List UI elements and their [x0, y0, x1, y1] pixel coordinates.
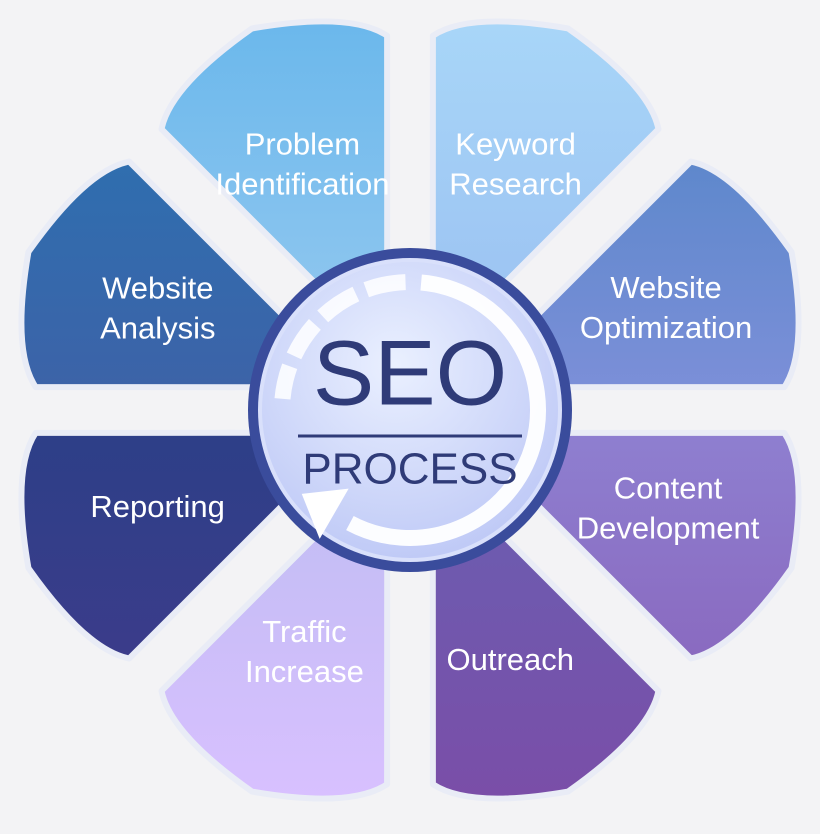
petal-label-keyword-research: Keyword	[455, 127, 576, 162]
petal-label-problem-identification: Identification	[215, 167, 389, 202]
petal-label-outreach: Outreach	[447, 642, 575, 677]
petal-label-traffic-increase: Increase	[245, 654, 364, 689]
petal-label-website-analysis: Analysis	[100, 311, 215, 346]
center-disc	[258, 258, 562, 562]
petal-label-traffic-increase: Traffic	[262, 614, 346, 649]
center-subtitle: PROCESS	[302, 445, 517, 494]
petal-label-content-development: Development	[577, 510, 760, 545]
center-hub: SEO PROCESS	[248, 248, 572, 572]
petal-outreach: Outreach	[429, 510, 662, 802]
petals-group: ProblemIdentificationKeywordResearchWebs…	[18, 18, 802, 802]
petal-label-content-development: Content	[614, 470, 723, 505]
center-title: SEO	[313, 322, 507, 424]
petal-label-problem-identification: Problem	[245, 127, 360, 162]
cycle-arrow-icon	[274, 274, 546, 546]
petal-label-reporting: Reporting	[90, 489, 224, 524]
petal-label-website-optimization: Optimization	[580, 310, 752, 345]
petal-label-website-analysis: Website	[102, 271, 213, 306]
petal-label-keyword-research: Research	[449, 167, 582, 202]
petal-label-website-optimization: Website	[610, 270, 721, 305]
